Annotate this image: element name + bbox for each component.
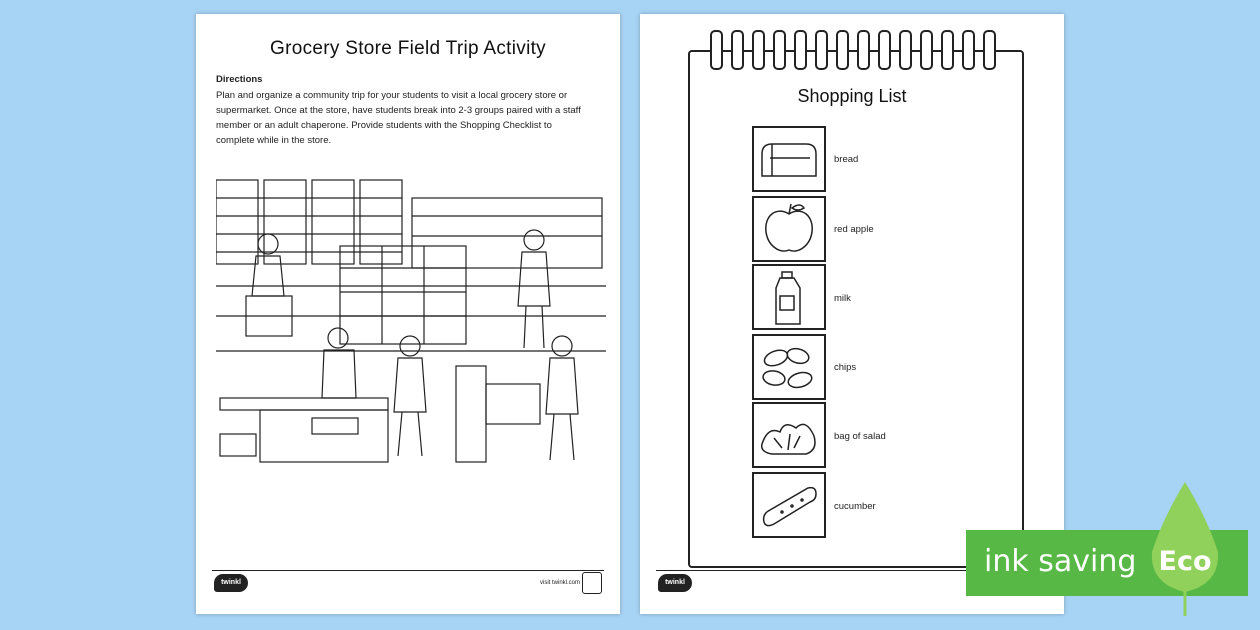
footer-badge-icon xyxy=(582,572,602,594)
item-label: cucumber xyxy=(834,501,876,512)
coil-ring xyxy=(899,30,912,70)
milk-icon xyxy=(752,264,826,330)
item-label: bread xyxy=(834,154,859,165)
bread-icon xyxy=(752,126,826,192)
footer-divider xyxy=(212,570,604,571)
item-label: red apple xyxy=(834,224,874,235)
notebook-frame xyxy=(688,50,1024,568)
coil-ring xyxy=(962,30,975,70)
coil-ring xyxy=(920,30,933,70)
activity-title: Grocery Store Field Trip Activity xyxy=(270,38,546,59)
coil-ring xyxy=(794,30,807,70)
shopping-list-title: Shopping List xyxy=(797,86,907,106)
coil-ring xyxy=(836,30,849,70)
eco-leaf-icon: Eco xyxy=(1151,482,1219,616)
coil-ring xyxy=(752,30,765,70)
coil-ring xyxy=(941,30,954,70)
coil-ring xyxy=(731,30,744,70)
twinkl-logo: twinkl xyxy=(214,574,248,592)
coil-ring xyxy=(857,30,870,70)
salad-icon xyxy=(752,402,826,468)
directions-heading: Directions xyxy=(216,74,263,85)
activity-page: Grocery Store Field Trip Activity Direct… xyxy=(196,14,620,614)
coil-ring xyxy=(773,30,786,70)
coil-ring xyxy=(710,30,723,70)
item-label: chips xyxy=(834,362,857,373)
coil-ring xyxy=(878,30,891,70)
directions-text: Plan and organize a community trip for y… xyxy=(216,90,581,146)
footer-divider xyxy=(656,570,1048,571)
grocery-store-illustration xyxy=(216,179,606,463)
chips-icon xyxy=(752,334,826,400)
coil-ring xyxy=(815,30,828,70)
coil-ring xyxy=(983,30,996,70)
ink-saving-label: ink saving xyxy=(984,544,1137,579)
shopping-list-page: Shopping List bread red apple milk chips… xyxy=(640,14,1064,614)
footer-site-text: visit twinkl.com xyxy=(539,580,580,586)
cucumber-icon xyxy=(752,472,826,538)
item-label: milk xyxy=(834,293,851,304)
item-label: bag of salad xyxy=(834,431,886,442)
twinkl-logo: twinkl xyxy=(658,574,692,592)
apple-icon xyxy=(752,196,826,262)
eco-leaf-label: Eco xyxy=(1159,546,1212,577)
